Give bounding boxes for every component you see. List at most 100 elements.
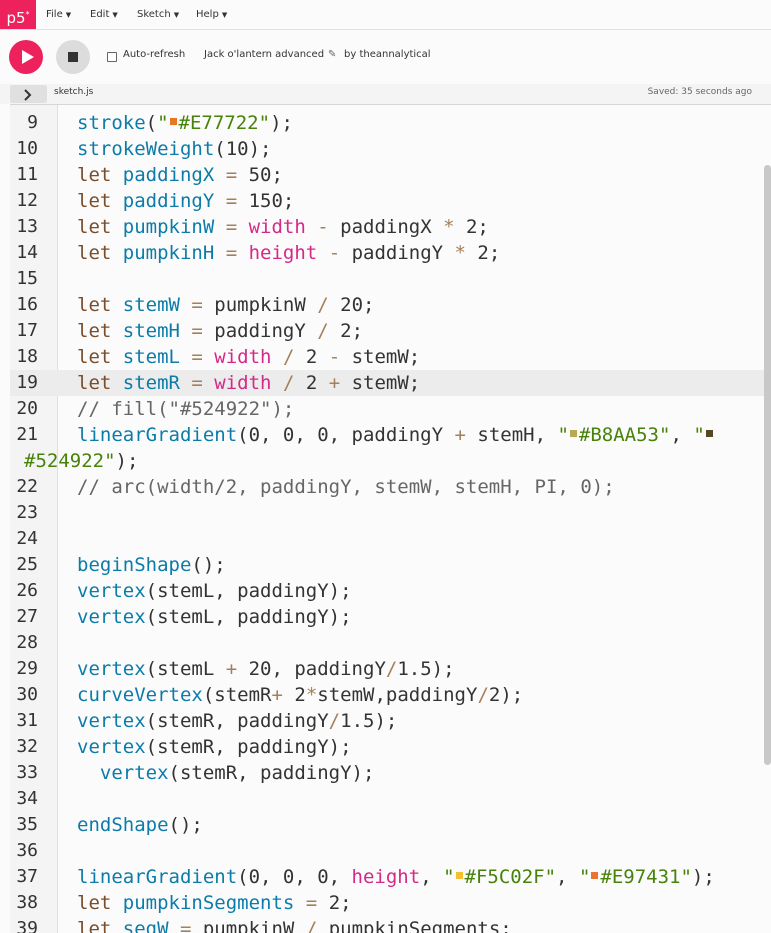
code-text: let paddingX = 50; xyxy=(77,162,283,188)
code-token: = xyxy=(179,294,215,316)
code-line[interactable]: 22// arc(width/2, paddingY, stemW, stemH… xyxy=(10,474,771,500)
code-line[interactable]: 36 xyxy=(10,838,771,864)
line-number: 29 xyxy=(16,658,38,679)
code-token: ( xyxy=(145,112,158,134)
menu-sketch[interactable]: Sketch▼ xyxy=(137,0,179,29)
code-text: stroke("#E77722"); xyxy=(77,110,293,136)
code-token: width xyxy=(214,346,272,368)
code-token: stemW,paddingY xyxy=(317,684,478,706)
line-number: 39 xyxy=(16,918,38,933)
code-token: 1.5); xyxy=(397,658,455,680)
logo-text: p5 xyxy=(6,9,26,27)
code-token: " xyxy=(157,112,169,134)
caret-down-icon: ▼ xyxy=(173,11,180,19)
code-line[interactable]: 10 strokeWeight(10); xyxy=(10,136,771,162)
stop-button[interactable] xyxy=(56,40,90,74)
code-token: let xyxy=(77,892,123,914)
line-number: 33 xyxy=(16,762,38,783)
code-line[interactable]: 20// fill("#524922"); xyxy=(10,396,771,422)
code-text: let pumpkinSegments = 2; xyxy=(77,890,352,916)
code-token: + xyxy=(271,684,283,706)
sidebar-toggle-button[interactable] xyxy=(10,85,47,103)
line-number: 17 xyxy=(16,320,38,341)
code-token: (10); xyxy=(214,138,272,160)
code-token: pumpkinSegments; xyxy=(317,918,512,933)
code-line[interactable]: 34 xyxy=(10,786,771,812)
menu-edit[interactable]: Edit▼ xyxy=(90,0,118,29)
code-token: height xyxy=(351,866,421,888)
code-token: (); xyxy=(191,554,226,576)
p5-logo[interactable]: p5* xyxy=(0,0,36,29)
code-token: linearGradient xyxy=(77,424,238,446)
code-token: , xyxy=(556,866,579,888)
code-line[interactable]: 33 vertex(stemR, paddingY); xyxy=(10,760,771,786)
code-token: 2 xyxy=(282,684,306,706)
author-label: by theannalytical xyxy=(344,49,431,60)
sketch-name[interactable]: Jack o'lantern advanced✎ xyxy=(204,49,336,60)
pencil-icon[interactable]: ✎ xyxy=(328,49,337,60)
code-token: pumpkinW xyxy=(122,216,215,238)
code-token: strokeWeight xyxy=(77,138,215,160)
line-number: 28 xyxy=(16,632,38,653)
auto-refresh-label: Auto-refresh xyxy=(123,49,186,60)
code-token: " xyxy=(578,866,591,888)
code-token: vertex xyxy=(99,762,169,784)
code-token: // fill("#524922"); xyxy=(77,398,295,420)
code-token: (0, 0, 0, paddingY xyxy=(237,424,455,446)
code-token: endShape xyxy=(77,814,169,836)
code-token: 2; xyxy=(328,320,364,342)
code-editor[interactable]: 9 stroke("#E77722"); 10 strokeWeight(10);11… xyxy=(10,104,771,933)
chevron-right-icon xyxy=(24,89,32,101)
editor-scrollbar[interactable] xyxy=(764,165,771,765)
line-number: 9 xyxy=(27,112,38,133)
code-token: pumpkinSegments xyxy=(122,892,295,914)
file-name[interactable]: sketch.js xyxy=(54,87,94,97)
code-token: let xyxy=(77,372,123,394)
menu-file[interactable]: File▼ xyxy=(46,0,71,29)
play-button[interactable] xyxy=(9,40,43,74)
code-text: vertex(stemL, paddingY); xyxy=(77,604,352,630)
auto-refresh-checkbox[interactable] xyxy=(107,52,117,62)
code-token: (stemR, paddingY xyxy=(145,710,329,732)
code-token: height xyxy=(248,242,318,264)
code-token: 50; xyxy=(248,164,283,186)
code-line[interactable]: 24 xyxy=(10,526,771,552)
menu-help[interactable]: Help▼ xyxy=(196,0,227,29)
code-token: stemW xyxy=(122,294,180,316)
code-line[interactable]: #524922"); xyxy=(10,448,771,474)
code-line[interactable]: 9 stroke("#E77722"); xyxy=(10,110,771,136)
line-number: 10 xyxy=(16,138,38,159)
code-token: / xyxy=(317,320,329,342)
toolbar: Auto-refresh Jack o'lantern advanced✎ by… xyxy=(0,30,771,84)
code-token: width xyxy=(248,216,306,238)
code-token: / xyxy=(477,684,489,706)
color-swatch-icon xyxy=(455,872,463,879)
code-line[interactable]: 23 xyxy=(10,500,771,526)
code-token: - xyxy=(328,346,341,368)
code-text: let paddingY = 150; xyxy=(77,188,294,214)
code-line[interactable]: 15 xyxy=(10,266,771,292)
code-line[interactable]: 28 xyxy=(10,630,771,656)
code-token: (stemR, paddingY); xyxy=(168,762,375,784)
code-token: * xyxy=(454,242,466,264)
